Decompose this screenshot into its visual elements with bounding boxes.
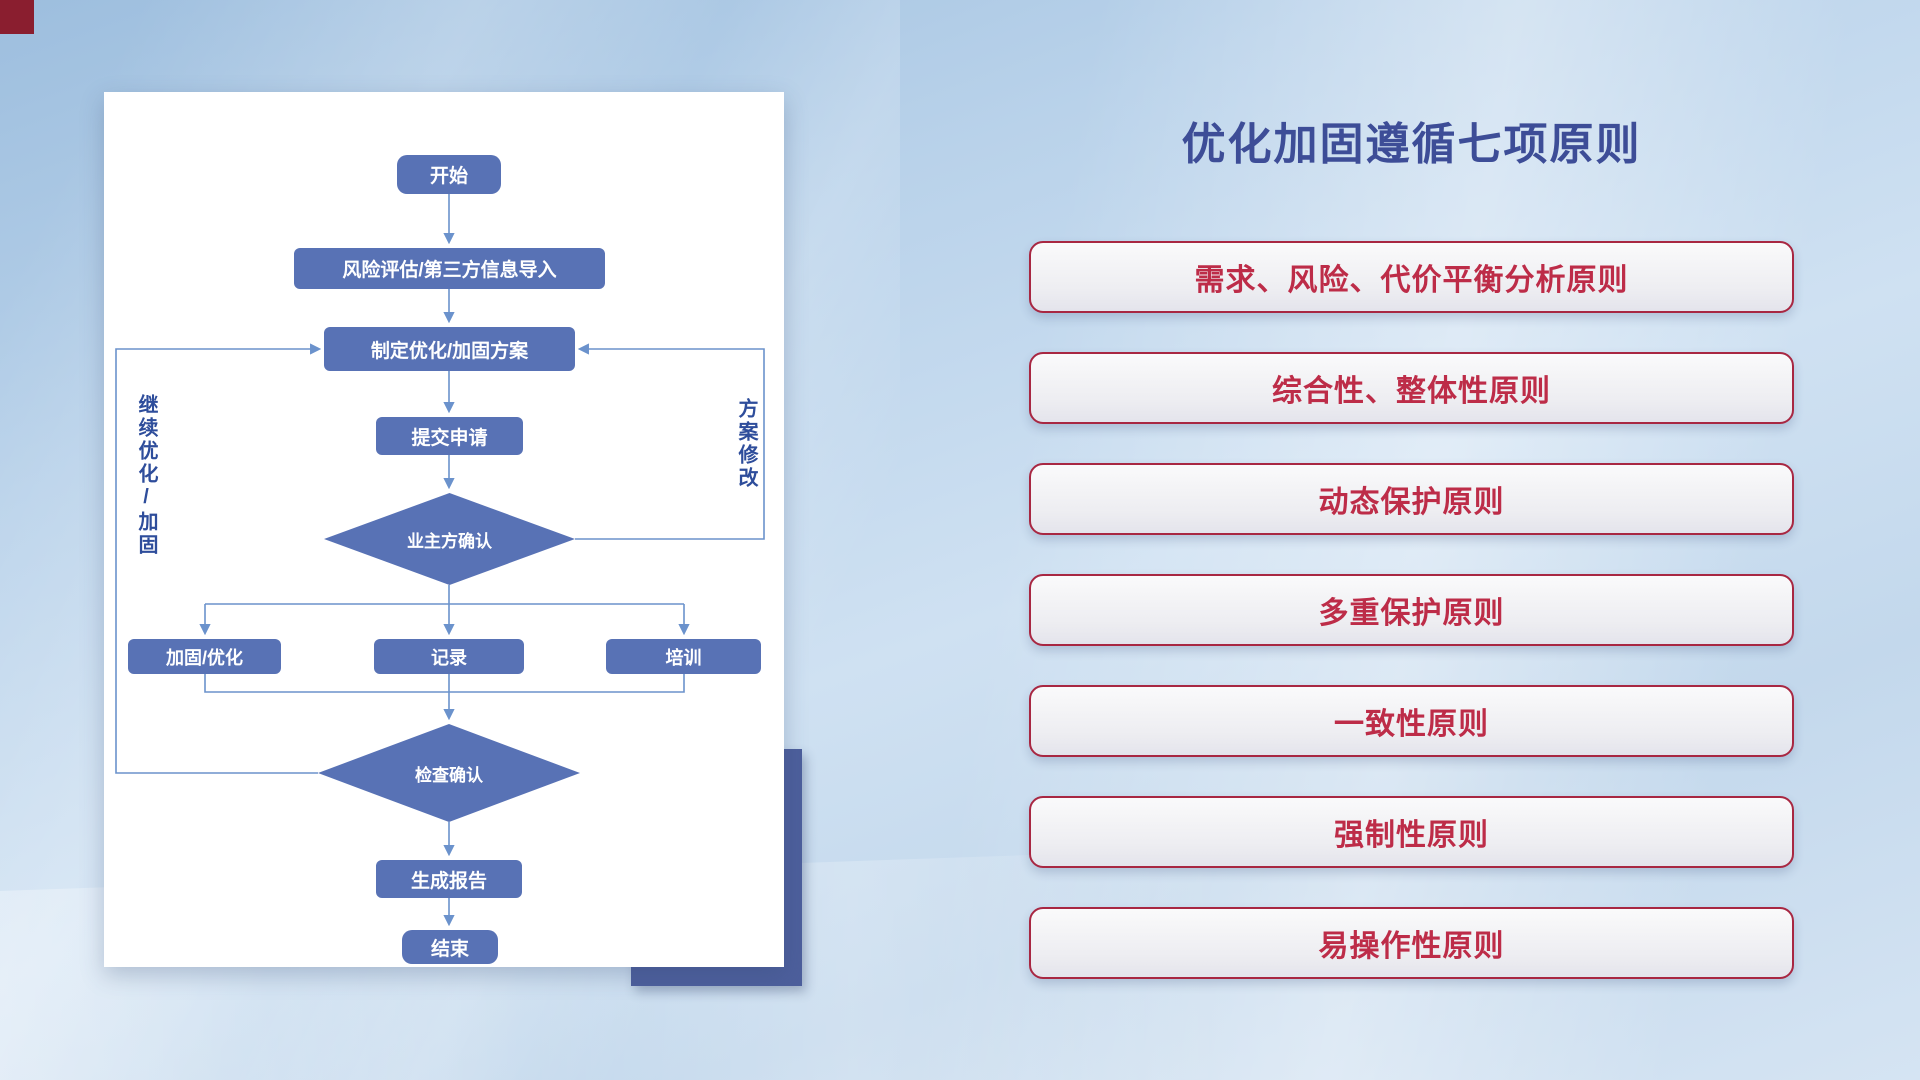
- flowchart-connectors: [115, 194, 765, 927]
- flow-node-training: 培训: [606, 639, 761, 674]
- flowchart-card: 开始 风险评估/第三方信息导入 制定优化/加固方案 提交申请 业主方确认 加固/…: [104, 92, 784, 967]
- flow-node-record: 记录: [374, 639, 524, 674]
- principles-list: 需求、风险、代价平衡分析原则 综合性、整体性原则 动态保护原则 多重保护原则 一…: [1029, 241, 1794, 979]
- flow-node-report: 生成报告: [376, 860, 522, 898]
- principle-item: 强制性原则: [1029, 796, 1794, 868]
- flow-node-make-plan: 制定优化/加固方案: [324, 327, 575, 371]
- principle-item: 多重保护原则: [1029, 574, 1794, 646]
- flow-label-continue-optimize: 继续优化/加固: [135, 394, 157, 557]
- principle-label: 动态保护原则: [1318, 486, 1505, 519]
- principle-label: 易操作性原则: [1318, 930, 1505, 963]
- flow-label-plan-modify: 方案修改: [735, 398, 757, 490]
- flow-node-harden: 加固/优化: [128, 639, 281, 674]
- flow-node-end: 结束: [402, 930, 498, 964]
- principle-label: 一致性原则: [1334, 708, 1489, 741]
- principles-panel: 优化加固遵循七项原则 需求、风险、代价平衡分析原则 综合性、整体性原则 动态保护…: [1029, 0, 1794, 1080]
- principle-label: 强制性原则: [1334, 819, 1489, 852]
- principle-item: 动态保护原则: [1029, 463, 1794, 535]
- flow-node-start: 开始: [397, 155, 501, 194]
- principle-item: 一致性原则: [1029, 685, 1794, 757]
- principle-item: 需求、风险、代价平衡分析原则: [1029, 241, 1794, 313]
- principle-label: 综合性、整体性原则: [1272, 375, 1551, 408]
- principle-item: 综合性、整体性原则: [1029, 352, 1794, 424]
- corner-accent: [0, 0, 34, 34]
- flow-node-submit: 提交申请: [376, 417, 523, 455]
- flow-node-risk-import: 风险评估/第三方信息导入: [294, 248, 605, 289]
- principle-label: 多重保护原则: [1318, 597, 1505, 630]
- principle-label: 需求、风险、代价平衡分析原则: [1194, 264, 1629, 297]
- page-title: 优化加固遵循七项原则: [1181, 120, 1642, 169]
- principle-item: 易操作性原则: [1029, 907, 1794, 979]
